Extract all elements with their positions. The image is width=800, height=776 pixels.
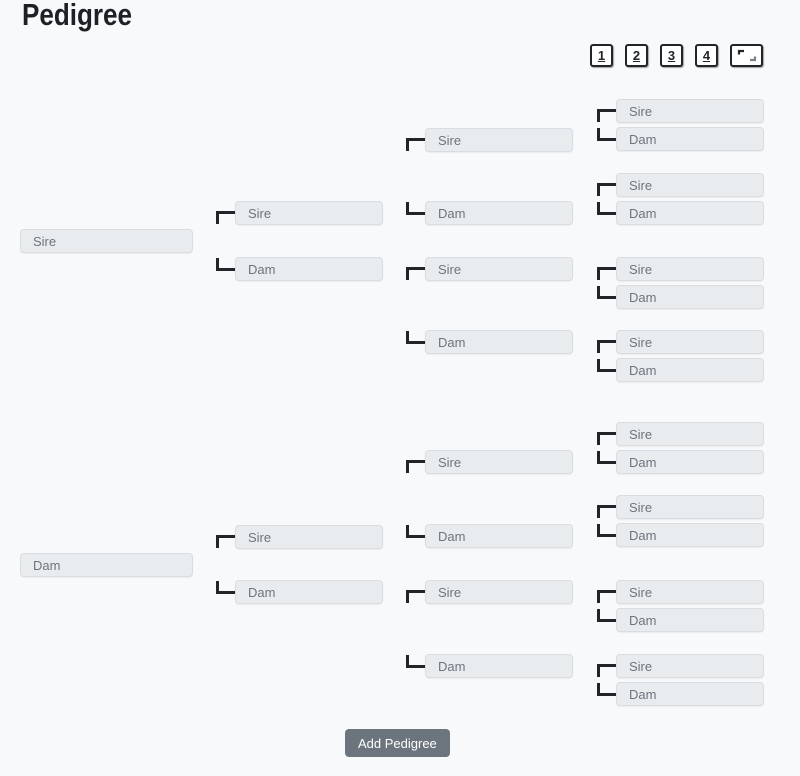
generation-button-2[interactable]: 2 [625, 44, 648, 67]
connector-sire [406, 460, 425, 473]
fullscreen-icon [737, 49, 756, 62]
gen4-sire-input-8[interactable] [616, 654, 764, 678]
page-title: Pedigree [22, 0, 133, 32]
connector-sire [597, 505, 616, 518]
gen2-dam-input-1[interactable] [235, 257, 383, 281]
gen2-sire-input-1[interactable] [235, 201, 383, 225]
connector-dam [406, 525, 425, 538]
generation-button-3[interactable]: 3 [660, 44, 683, 67]
connector-sire [406, 138, 425, 151]
add-pedigree-button[interactable]: Add Pedigree [345, 729, 450, 757]
gen4-dam-input-4[interactable] [616, 358, 764, 382]
gen3-dam-input-4[interactable] [425, 654, 573, 678]
generation-button-1[interactable]: 1 [590, 44, 613, 67]
connector-dam [406, 202, 425, 215]
connector-dam [597, 524, 616, 537]
gen4-dam-input-2[interactable] [616, 201, 764, 225]
gen4-sire-input-2[interactable] [616, 173, 764, 197]
connector-dam [597, 202, 616, 215]
fullscreen-button[interactable] [730, 44, 763, 67]
gen3-sire-input-1[interactable] [425, 128, 573, 152]
connector-dam [597, 128, 616, 141]
gen4-sire-input-7[interactable] [616, 580, 764, 604]
gen4-dam-input-8[interactable] [616, 682, 764, 706]
gen4-sire-input-1[interactable] [616, 99, 764, 123]
connector-sire [597, 432, 616, 445]
connector-sire [597, 109, 616, 122]
connector-sire [597, 664, 616, 677]
connector-dam [597, 683, 616, 696]
gen4-sire-input-3[interactable] [616, 257, 764, 281]
connector-dam [216, 581, 235, 594]
gen4-sire-input-6[interactable] [616, 495, 764, 519]
gen1-sire-input[interactable] [20, 229, 193, 253]
connector-dam [597, 451, 616, 464]
gen4-dam-input-7[interactable] [616, 608, 764, 632]
connector-dam [406, 331, 425, 344]
gen3-dam-input-3[interactable] [425, 524, 573, 548]
gen3-dam-input-2[interactable] [425, 330, 573, 354]
connector-sire [216, 535, 235, 548]
connector-dam [597, 359, 616, 372]
connector-sire [216, 211, 235, 224]
gen3-sire-input-4[interactable] [425, 580, 573, 604]
gen4-dam-input-6[interactable] [616, 523, 764, 547]
connector-sire [597, 590, 616, 603]
connector-dam [597, 286, 616, 299]
connector-sire [597, 267, 616, 280]
gen2-dam-input-2[interactable] [235, 580, 383, 604]
connector-sire [406, 267, 425, 280]
connector-dam [597, 609, 616, 622]
gen4-sire-input-4[interactable] [616, 330, 764, 354]
connector-sire [597, 183, 616, 196]
connector-dam [406, 655, 425, 668]
connector-dam [216, 258, 235, 271]
gen4-dam-input-1[interactable] [616, 127, 764, 151]
gen2-sire-input-2[interactable] [235, 525, 383, 549]
gen3-sire-input-3[interactable] [425, 450, 573, 474]
gen4-dam-input-5[interactable] [616, 450, 764, 474]
gen3-sire-input-2[interactable] [425, 257, 573, 281]
gen3-dam-input-1[interactable] [425, 201, 573, 225]
gen4-sire-input-5[interactable] [616, 422, 764, 446]
connector-sire [597, 340, 616, 353]
gen1-dam-input[interactable] [20, 553, 193, 577]
gen4-dam-input-3[interactable] [616, 285, 764, 309]
generation-button-4[interactable]: 4 [695, 44, 718, 67]
connector-sire [406, 590, 425, 603]
